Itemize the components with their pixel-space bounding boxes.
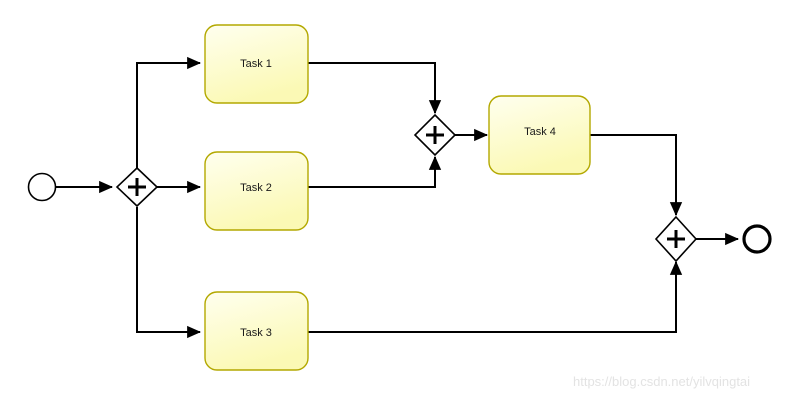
- flow-gateway-split-to-task3: [136, 207, 202, 339]
- task-3-label: Task 3: [240, 327, 272, 339]
- plus-icon: [667, 230, 685, 248]
- flow-task2-to-gateway-join1: [308, 155, 442, 188]
- gateway-join-2[interactable]: [654, 215, 698, 263]
- end-event[interactable]: [742, 224, 772, 254]
- task-1[interactable]: Task 1: [204, 24, 309, 104]
- flow-gateway-split-to-task1: [136, 56, 202, 168]
- plus-icon: [426, 126, 444, 144]
- flow-task1-to-gateway-join1: [308, 62, 442, 115]
- gateway-split[interactable]: [115, 166, 159, 208]
- task-2-box: [204, 151, 309, 231]
- sequence-flows: [56, 56, 740, 339]
- start-event[interactable]: [27, 172, 57, 202]
- flow-task3-to-gateway-join2: [308, 260, 683, 333]
- flow-task4-to-gateway-join2: [590, 134, 683, 217]
- task-4-label: Task 4: [524, 126, 556, 138]
- task-1-label: Task 1: [240, 58, 272, 70]
- task-2-label: Task 2: [240, 182, 272, 194]
- task-4-box: [488, 95, 591, 175]
- watermark: https://blog.csdn.net/yilvqingtai: [573, 374, 750, 389]
- task-1-box: [204, 24, 309, 104]
- task-3-box: [204, 291, 309, 371]
- task-4[interactable]: Task 4: [488, 95, 591, 175]
- plus-icon: [128, 178, 146, 196]
- task-3[interactable]: Task 3: [204, 291, 309, 371]
- task-2[interactable]: Task 2: [204, 151, 309, 231]
- gateway-join-1[interactable]: [413, 113, 457, 157]
